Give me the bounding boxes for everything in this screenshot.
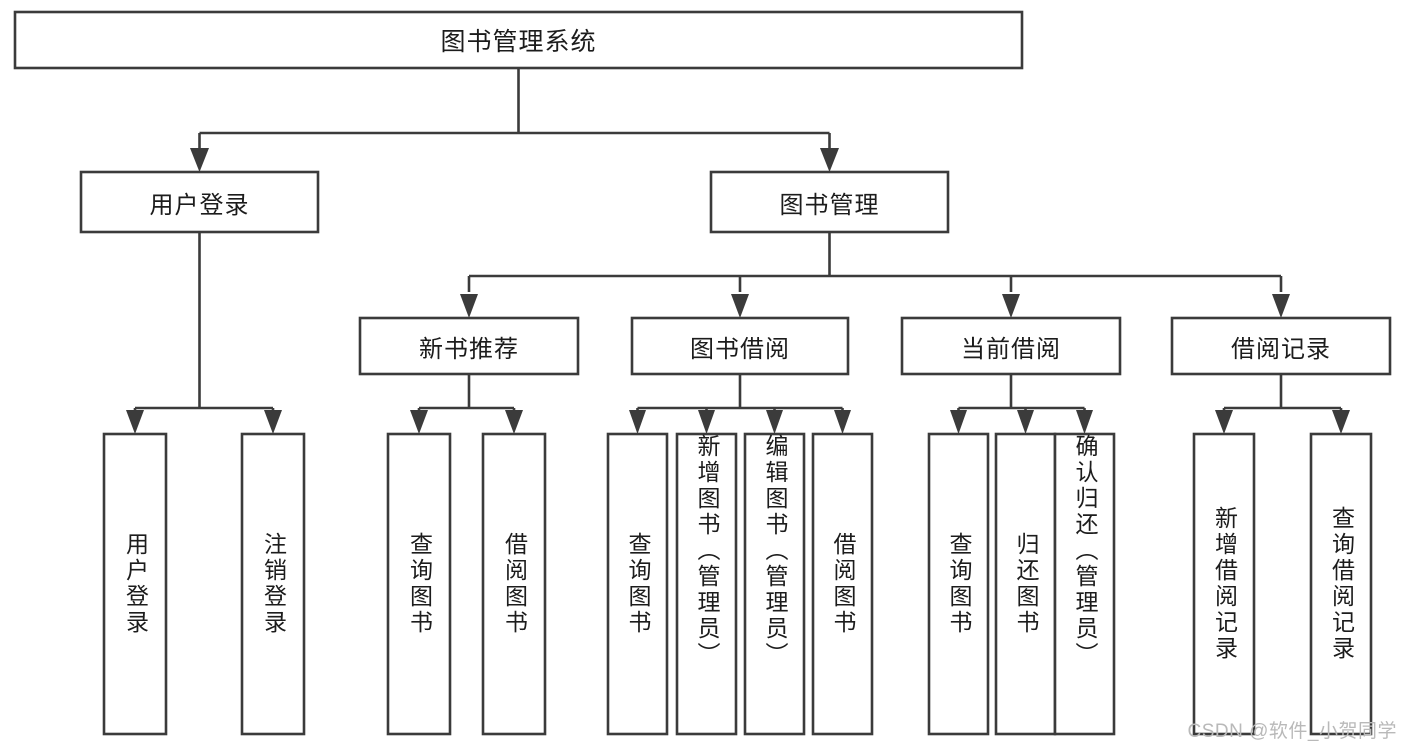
- connector-layer: [126, 68, 1350, 434]
- node-box-leaf-query-record[interactable]: [1309, 432, 1373, 736]
- node-box-leaf-query-book-new[interactable]: [386, 432, 452, 736]
- node-box-leaf-query-book-current[interactable]: [927, 432, 990, 736]
- node-box-user-login[interactable]: [79, 170, 320, 234]
- node-box-borrow-records[interactable]: [1170, 316, 1392, 376]
- node-box-leaf-return-book[interactable]: [994, 432, 1057, 736]
- arrow-head-leaf-logout: [264, 410, 282, 434]
- node-box-leaf-add-book[interactable]: [675, 432, 738, 736]
- arrow-head-leaf-return-book: [1017, 410, 1034, 434]
- connector-root-to-level2: [198, 68, 831, 160]
- connector-book-management-bus: [467, 232, 1283, 292]
- arrow-head-to-book-borrow: [731, 294, 749, 318]
- arrow-head-to-user-login: [190, 148, 209, 172]
- node-box-leaf-edit-book[interactable]: [743, 432, 806, 736]
- arrow-head-leaf-user-login: [126, 410, 144, 434]
- arrow-head-leaf-borrow-book: [834, 410, 851, 434]
- arrow-head-leaf-confirm-return: [1076, 410, 1093, 434]
- arrow-head-leaf-add-book: [698, 410, 715, 434]
- node-box-leaf-query-book-borrow[interactable]: [606, 432, 669, 736]
- connector-user-login-bus: [133, 232, 275, 422]
- node-box-book-management[interactable]: [709, 170, 950, 234]
- node-box-leaf-logout[interactable]: [240, 432, 306, 736]
- node-box-leaf-borrow-book[interactable]: [811, 432, 874, 736]
- arrow-head-to-borrow-records: [1272, 294, 1290, 318]
- arrow-head-to-current-borrow: [1002, 294, 1020, 318]
- node-box-new-book-recommend[interactable]: [358, 316, 580, 376]
- node-box-leaf-user-login[interactable]: [102, 432, 168, 736]
- node-box-root[interactable]: [13, 10, 1024, 70]
- node-box-leaf-add-record[interactable]: [1192, 432, 1256, 736]
- arrow-head-leaf-query-book-new: [410, 410, 428, 434]
- csdn-watermark: CSDN @软件_小贺同学: [1187, 721, 1397, 742]
- connector-book-borrow-bus: [636, 374, 844, 422]
- arrow-head-leaf-query-record: [1332, 410, 1350, 434]
- arrow-head-leaf-edit-book: [766, 410, 783, 434]
- node-box-leaf-borrow-book-new[interactable]: [481, 432, 547, 736]
- arrow-head-leaf-add-record: [1215, 410, 1233, 434]
- connector-new-book-recommend-bus: [417, 374, 516, 422]
- connector-borrow-records-bus: [1222, 374, 1343, 422]
- arrow-head-to-book-management: [820, 148, 839, 172]
- arrow-head-leaf-query-book-current: [950, 410, 967, 434]
- arrow-head-leaf-borrow-book-new: [505, 410, 523, 434]
- node-box-book-borrow[interactable]: [630, 316, 850, 376]
- node-box-current-borrow[interactable]: [900, 316, 1122, 376]
- arrow-head-to-new-book-recommend: [460, 294, 478, 318]
- node-box-layer: [13, 10, 1392, 736]
- arrow-head-leaf-query-book-borrow: [629, 410, 646, 434]
- node-box-leaf-confirm-return[interactable]: [1053, 432, 1116, 736]
